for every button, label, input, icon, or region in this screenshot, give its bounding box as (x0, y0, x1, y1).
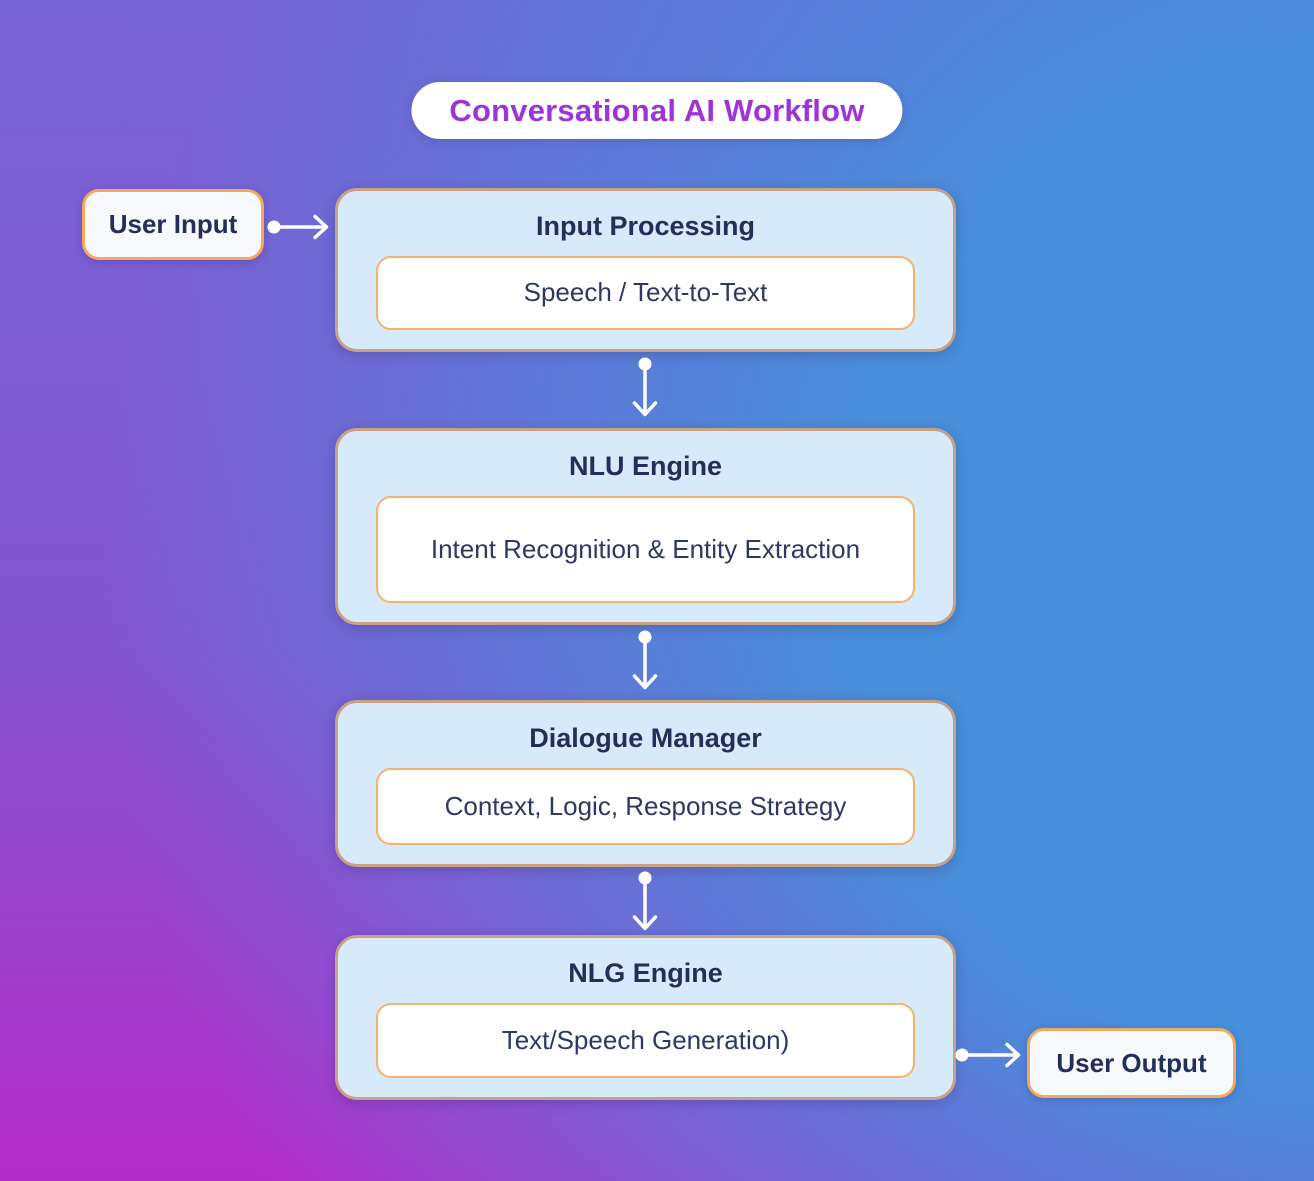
step-detail-label: Intent Recognition & Entity Extraction (430, 533, 861, 564)
step-detail-label: Context, Logic, Response Strategy (444, 790, 847, 821)
step-heading: Dialogue Manager (529, 723, 762, 753)
node-user-input-label: User Input (108, 209, 238, 239)
step-detail: Context, Logic, Response Strategy (376, 768, 915, 845)
node-nlu-engine: NLU Engine Intent Recognition & Entity E… (335, 428, 956, 625)
arrow-right-icon (955, 1042, 1021, 1068)
node-dialogue-manager: Dialogue Manager Context, Logic, Respons… (335, 700, 956, 867)
step-detail-label: Speech / Text-to-Text (523, 277, 768, 308)
arrow-right-icon (267, 214, 329, 240)
step-detail: Text/Speech Generation) (376, 1003, 915, 1078)
node-nlg-engine: NLG Engine Text/Speech Generation) (335, 935, 956, 1100)
node-input-processing: Input Processing Speech / Text-to-Text (335, 188, 956, 352)
step-detail: Speech / Text-to-Text (376, 256, 915, 330)
arrow-down-icon (632, 630, 658, 690)
arrow-down-icon (632, 357, 658, 417)
step-heading: NLG Engine (568, 958, 723, 988)
node-user-output: User Output (1027, 1028, 1236, 1098)
step-heading: Input Processing (535, 211, 756, 241)
node-user-output-label: User Output (1056, 1047, 1207, 1078)
diagram-title-label: Conversational AI Workflow (449, 92, 865, 128)
step-detail-label: Text/Speech Generation) (501, 1024, 790, 1055)
diagram-title: Conversational AI Workflow (411, 82, 903, 139)
arrow-down-icon (632, 871, 658, 931)
step-detail: Intent Recognition & Entity Extraction (376, 496, 915, 603)
node-user-input: User Input (82, 189, 264, 260)
step-heading: NLU Engine (569, 451, 722, 481)
